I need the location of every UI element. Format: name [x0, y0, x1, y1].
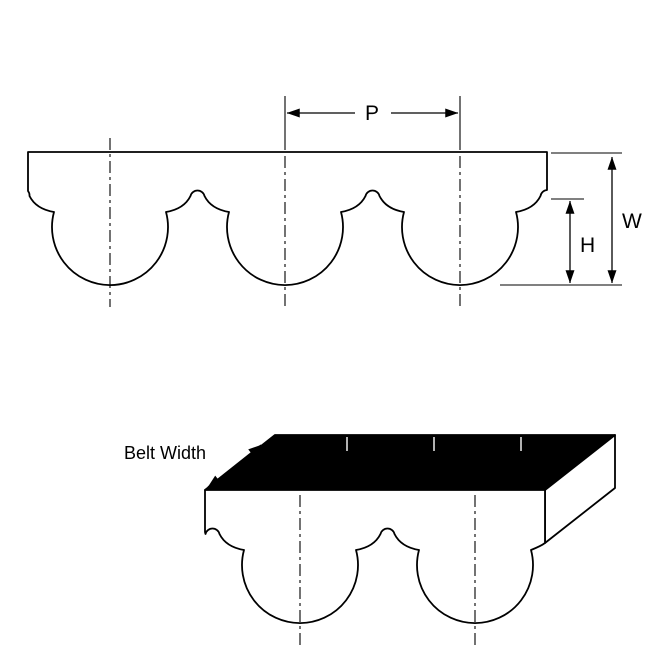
belt-cross-section-view: P W H: [27, 96, 642, 307]
belt-tooth-profile: [27, 151, 548, 286]
overall-depth-label: W: [622, 210, 642, 233]
belt-front-face: [204, 489, 546, 624]
pitch-dimension: P: [284, 96, 461, 150]
belt-width-label: Belt Width: [124, 443, 206, 463]
overall-depth-dimension: W: [500, 152, 642, 286]
pitch-label: P: [365, 102, 379, 125]
belt-3d-view: Belt Width: [124, 434, 616, 648]
tooth-height-dimension: H: [551, 198, 595, 284]
belt-width-dimension: Belt Width: [124, 443, 262, 488]
tooth-height-label: H: [580, 234, 595, 257]
belt-width-arrow: [207, 444, 262, 488]
belt-back-face: [204, 434, 616, 491]
